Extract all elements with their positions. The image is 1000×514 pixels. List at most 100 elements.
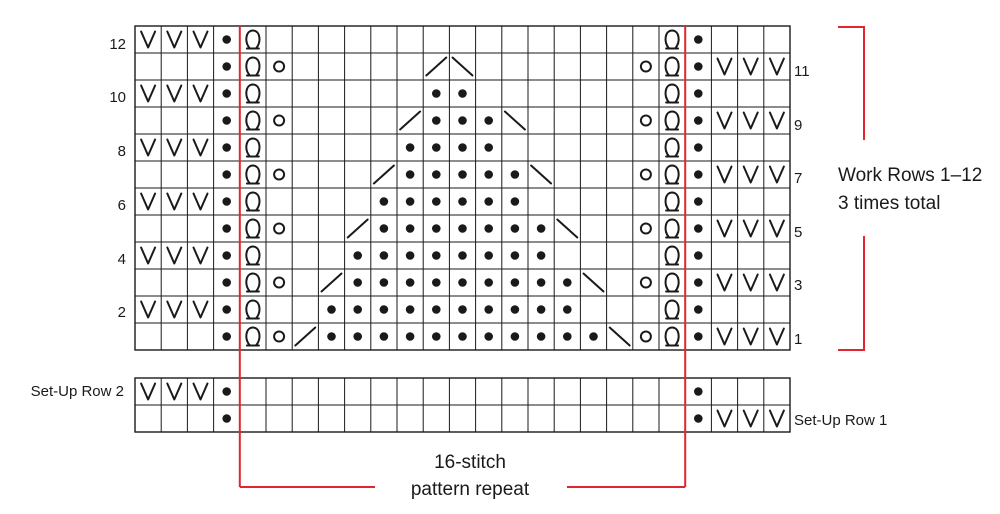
slip-stitch-v-icon [716,165,733,184]
purl-dot-icon [458,332,467,341]
yarn-over-icon [273,168,286,181]
twisted-stitch-icon [245,218,261,239]
purl-dot-icon [353,305,363,314]
purl-dot-icon [484,332,494,341]
slip-stitch-v-icon [768,165,785,184]
purl-dot-icon [458,170,467,179]
slip-stitch-v-icon [192,192,209,211]
twisted-stitch-icon [245,29,261,50]
purl-dot-icon [405,251,415,260]
slip-stitch-v-icon [716,273,733,292]
purl-dot-icon [694,89,703,98]
purl-dot-icon [563,305,572,314]
right-slant-decrease-icon [372,164,395,185]
purl-dot-icon [694,278,703,287]
purl-dot-icon [484,197,494,206]
purl-dot-icon [405,278,415,287]
row-label-8: 8 [118,143,126,160]
slip-stitch-v-icon [166,30,183,49]
yarn-over-icon [639,330,652,343]
purl-dot-icon [536,251,546,260]
slip-stitch-v-icon [716,219,733,238]
yarn-over-icon [273,276,286,289]
slip-stitch-v-icon [166,84,183,103]
right-slant-decrease-icon [320,272,343,293]
slip-stitch-v-icon [192,382,209,401]
purl-dot-icon [694,62,703,71]
twisted-stitch-icon [245,164,261,185]
twisted-stitch-icon [664,29,680,50]
purl-dot-icon [222,197,231,206]
purl-dot-icon [589,332,598,341]
purl-dot-icon [379,278,389,287]
purl-dot-icon [222,116,231,125]
slip-stitch-v-icon [716,327,733,346]
right-slant-decrease-icon [399,110,422,131]
row-label-12: 12 [109,36,126,53]
setup-row-2-label: Set-Up Row 2 [31,383,124,400]
left-slant-decrease-icon [503,110,526,131]
purl-dot-icon [484,116,494,125]
row-label-5: 5 [794,224,802,241]
slip-stitch-v-icon [716,111,733,130]
slip-stitch-v-icon [166,138,183,157]
purl-dot-icon [536,305,546,314]
twisted-stitch-icon [245,299,261,320]
twisted-stitch-icon [245,137,261,158]
purl-dot-icon [353,332,363,341]
purl-dot-icon [510,197,520,206]
slip-stitch-v-icon [768,409,785,428]
purl-dot-icon [694,387,703,396]
purl-dot-icon [327,305,336,314]
slip-stitch-v-icon [742,165,759,184]
purl-dot-icon [222,305,231,314]
repeat-markers [238,26,687,488]
twisted-stitch-icon [245,245,261,266]
yarn-over-icon [639,114,652,127]
purl-dot-icon [379,305,389,314]
slip-stitch-v-icon [768,219,785,238]
purl-dot-icon [458,143,467,152]
purl-dot-icon [432,305,441,314]
slip-stitch-v-icon [140,192,157,211]
slip-stitch-v-icon [166,382,183,401]
twisted-stitch-icon [664,56,680,77]
purl-dot-icon [458,251,467,260]
purl-dot-icon [405,170,415,179]
slip-stitch-v-icon [140,300,157,319]
twisted-stitch-icon [664,137,680,158]
slip-stitch-v-icon [192,300,209,319]
slip-stitch-v-icon [742,273,759,292]
purl-dot-icon [405,332,415,341]
purl-dot-icon [510,251,520,260]
slip-stitch-v-icon [192,30,209,49]
twisted-stitch-icon [245,272,261,293]
purl-dot-icon [484,305,494,314]
yarn-over-icon [273,330,286,343]
slip-stitch-v-icon [140,138,157,157]
right-slant-decrease-icon [425,56,448,77]
purl-dot-icon [222,387,231,396]
purl-dot-icon [536,332,546,341]
purl-dot-icon [458,197,467,206]
purl-dot-icon [484,224,494,233]
row-label-9: 9 [794,117,802,134]
purl-dot-icon [484,170,494,179]
left-slant-decrease-icon [530,164,553,185]
slip-stitch-v-icon [140,382,157,401]
purl-dot-icon [484,251,494,260]
purl-dot-icon [405,305,415,314]
repeat-label-line-2: pattern repeat [411,479,530,500]
twisted-stitch-icon [245,110,261,131]
purl-dot-icon [222,414,231,423]
purl-dot-icon [694,251,703,260]
left-slant-decrease-icon [582,272,605,293]
row-labels-left: 12 10 8 6 4 2 [109,36,126,321]
slip-stitch-v-icon [166,192,183,211]
row-label-4: 4 [118,251,126,268]
purl-dot-icon [458,116,467,125]
purl-dot-icon [353,278,363,287]
right-slant-decrease-icon [294,326,317,347]
yarn-over-icon [639,168,652,181]
purl-dot-icon [510,332,520,341]
